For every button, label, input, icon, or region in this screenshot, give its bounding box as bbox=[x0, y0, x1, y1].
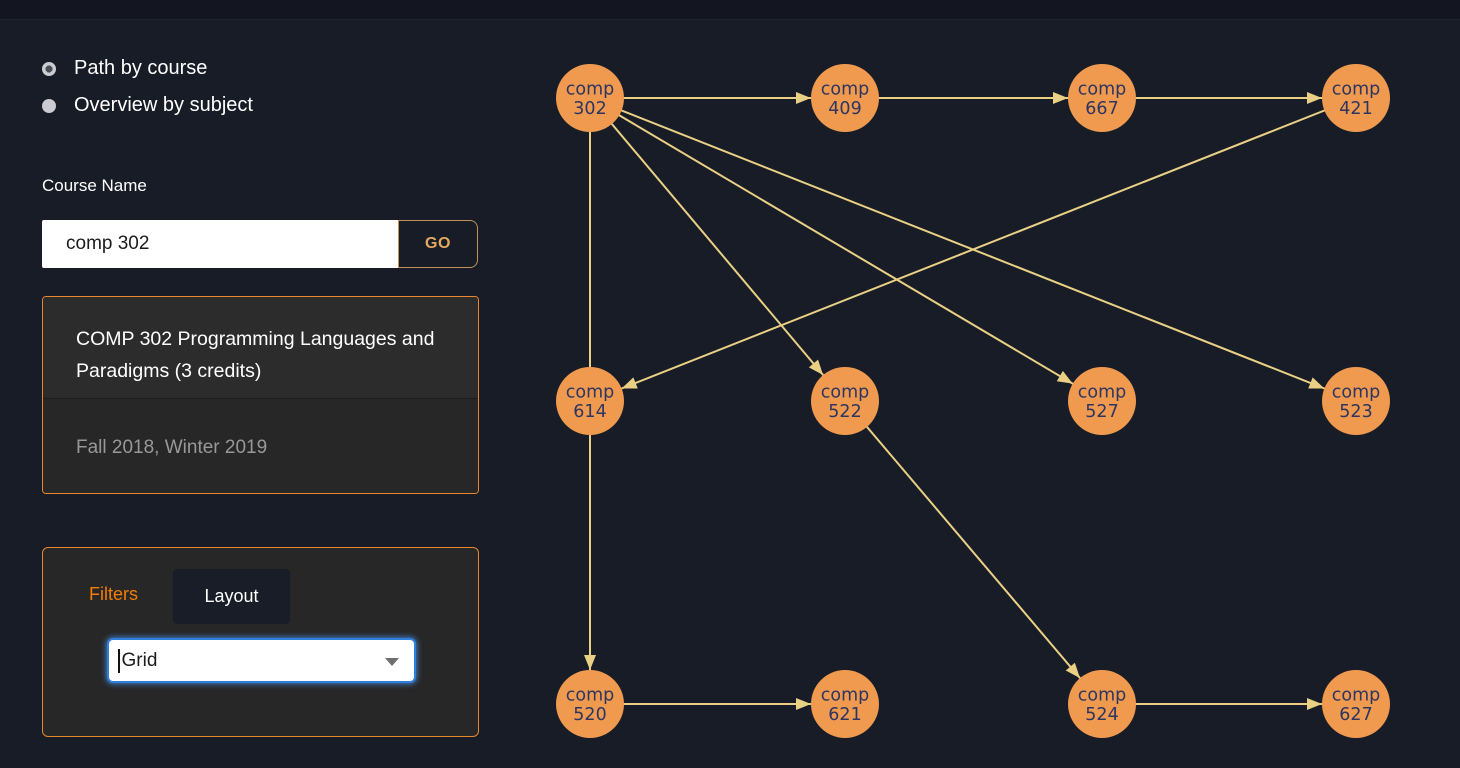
course-info-card: COMP 302 Programming Languages and Parad… bbox=[42, 296, 479, 494]
course-node-523[interactable] bbox=[1322, 367, 1390, 435]
layout-select-value: Grid bbox=[121, 649, 158, 671]
tab-layout[interactable]: Layout bbox=[173, 569, 290, 624]
course-node-614[interactable] bbox=[556, 367, 624, 435]
course-search-input[interactable] bbox=[42, 220, 398, 268]
arrowhead-302-527 bbox=[1056, 370, 1073, 384]
arrowhead-520-621 bbox=[796, 698, 811, 710]
arrowhead-302-409 bbox=[796, 92, 811, 104]
course-node-522[interactable] bbox=[811, 367, 879, 435]
edge-302-522 bbox=[589, 97, 846, 402]
arrowhead-409-667 bbox=[1053, 92, 1068, 104]
course-title: COMP 302 Programming Languages and Parad… bbox=[76, 328, 435, 382]
radio-path-by-course[interactable]: Path by course bbox=[42, 50, 253, 87]
course-terms: Fall 2018, Winter 2019 bbox=[76, 437, 268, 458]
tab-filters[interactable]: Filters bbox=[89, 584, 138, 604]
radio-label: Overview by subject bbox=[74, 94, 253, 116]
course-node-667[interactable] bbox=[1068, 64, 1136, 132]
course-node-621[interactable] bbox=[811, 670, 879, 738]
course-node-302[interactable] bbox=[556, 64, 624, 132]
arrowhead-524-627 bbox=[1307, 698, 1322, 710]
course-card-terms-section: Fall 2018, Winter 2019 bbox=[43, 398, 478, 493]
top-strip bbox=[0, 0, 1460, 20]
course-node-421[interactable] bbox=[1322, 64, 1390, 132]
radio-icon[interactable] bbox=[42, 98, 56, 113]
view-mode-radio-group: Path by course Overview by subject bbox=[42, 50, 253, 124]
arrowhead-667-421 bbox=[1307, 92, 1322, 104]
edge-522-524 bbox=[844, 400, 1103, 705]
course-node-627[interactable] bbox=[1322, 670, 1390, 738]
radio-icon[interactable] bbox=[42, 61, 56, 76]
course-search-row: GO bbox=[42, 220, 478, 268]
text-cursor bbox=[118, 648, 120, 673]
arrowhead-522-524 bbox=[1065, 662, 1081, 679]
course-node-524[interactable] bbox=[1068, 670, 1136, 738]
arrowhead-302-523 bbox=[1308, 377, 1325, 389]
arrowhead-302-522 bbox=[808, 359, 824, 375]
arrowhead-421-614 bbox=[621, 377, 638, 389]
filters-layout-panel: Filters Layout Grid bbox=[42, 547, 479, 737]
course-node-409[interactable] bbox=[811, 64, 879, 132]
layout-select[interactable]: Grid bbox=[107, 638, 416, 683]
course-node-520[interactable] bbox=[556, 670, 624, 738]
radio-overview-by-subject[interactable]: Overview by subject bbox=[42, 87, 253, 124]
course-name-label: Course Name bbox=[42, 176, 147, 195]
go-button[interactable]: GO bbox=[398, 220, 478, 268]
radio-label: Path by course bbox=[74, 57, 208, 79]
course-node-527[interactable] bbox=[1068, 367, 1136, 435]
sidebar: Path by course Overview by subject Cours… bbox=[0, 0, 500, 768]
edge-421-614 bbox=[589, 97, 1357, 402]
course-card-title-section: COMP 302 Programming Languages and Parad… bbox=[43, 297, 478, 398]
arrowhead-302-520 bbox=[584, 655, 596, 670]
edge-302-527 bbox=[589, 97, 1103, 402]
chevron-down-icon[interactable] bbox=[385, 658, 399, 666]
